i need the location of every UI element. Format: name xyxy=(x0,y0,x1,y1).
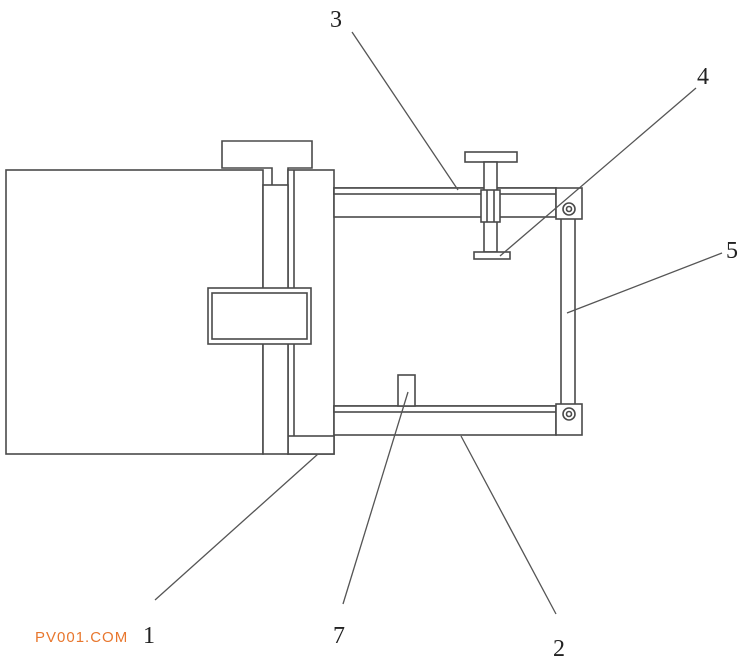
screw-foot xyxy=(473,251,511,260)
lower-arm-rail xyxy=(333,405,557,413)
leader-line-4 xyxy=(499,87,697,257)
small-post xyxy=(397,374,416,407)
label-7: 7 xyxy=(333,623,345,649)
label-3: 3 xyxy=(330,7,342,33)
label-4: 4 xyxy=(697,64,709,90)
label-1: 1 xyxy=(143,623,155,649)
upper-pivot-pin-hole xyxy=(565,205,573,213)
watermark-text: PV001.COM xyxy=(35,629,128,646)
square-tube-inner xyxy=(211,292,308,340)
plate-bottom-strip xyxy=(287,435,335,455)
leader-line-2 xyxy=(460,435,557,615)
leader-line-7 xyxy=(342,391,409,605)
leader-line-1 xyxy=(154,453,319,601)
screw-nut xyxy=(480,189,501,223)
leader-line-5 xyxy=(566,252,723,314)
label-2: 2 xyxy=(553,636,565,662)
leader-line-3 xyxy=(351,31,459,191)
label-5: 5 xyxy=(726,238,738,264)
screw-handle xyxy=(464,151,518,163)
lower-pivot-pin-hole xyxy=(565,410,573,418)
upper-arm-rail xyxy=(333,187,557,195)
